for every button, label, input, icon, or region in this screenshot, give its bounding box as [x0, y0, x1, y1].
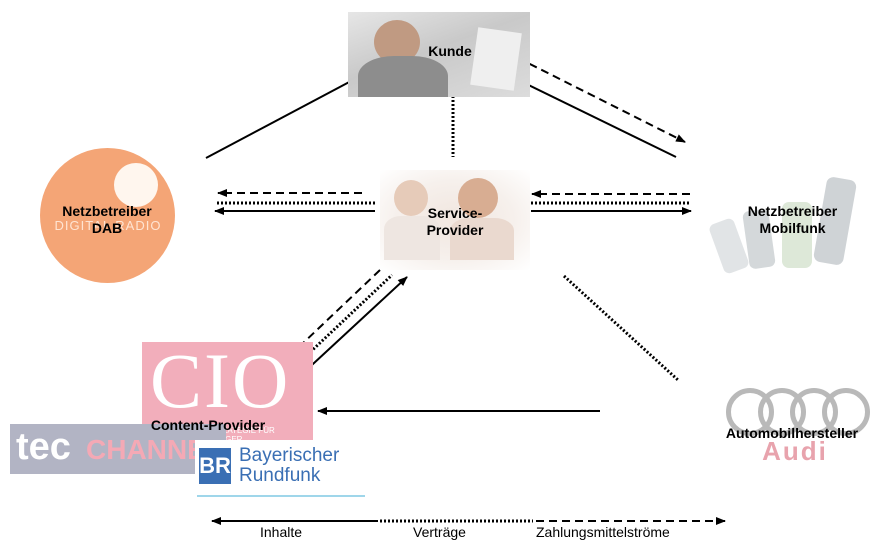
br-icon: BR — [199, 448, 231, 484]
content-label: Content-Provider — [150, 417, 266, 433]
person2-body-shape — [450, 218, 514, 260]
arrow-kunde-mobil-zahlung — [517, 57, 686, 143]
mobil-label-line2: Mobilfunk — [759, 220, 826, 236]
audi-logo-text: Audi — [762, 436, 828, 466]
legend-vertraege-label: Verträge — [413, 524, 466, 540]
tecchannel-logo-tec: tec — [16, 426, 71, 468]
service-image — [380, 170, 530, 270]
person1-head-shape — [394, 180, 428, 216]
cio-logo-text: CIO — [150, 342, 291, 424]
audi-logo: Audi — [720, 380, 870, 470]
person-body-shape — [358, 56, 448, 97]
br-logo-line2: Rundfunk — [239, 465, 321, 486]
service-label: Service- Provider — [405, 205, 505, 239]
dab-label: Netzbetreiber DAB — [42, 203, 172, 237]
person1-body-shape — [384, 216, 440, 260]
phone3-shape — [782, 202, 812, 268]
cio-logo: CIO IT-STRATEGIE FÜR MANAGER — [142, 342, 313, 440]
mobil-label-line1: Netzbetreiber — [747, 203, 838, 219]
br-underline — [197, 495, 365, 497]
person2-head-shape — [458, 178, 498, 218]
dab-logo: DIGITAL RADIO — [40, 148, 175, 283]
auto-label: Automobilhersteller — [725, 425, 859, 441]
arrow-content-service-inhalte — [299, 276, 408, 377]
legend-inhalte-label: Inhalte — [260, 524, 303, 540]
dab-label-line1: Netzbetreiber — [62, 203, 152, 219]
legend-zahlung-label: Zahlungsmittelströme — [536, 524, 670, 540]
dab-logo-text: DIGITAL RADIO — [54, 218, 162, 233]
arrow-service-content-zahlung — [279, 269, 381, 366]
service-label-line2: Provider — [426, 222, 484, 238]
br-logo: BR Bayerischer Rundfunk — [195, 440, 367, 498]
br-logo-line1: Bayerischer — [239, 445, 340, 466]
kunde-label: Kunde — [428, 43, 472, 59]
service-label-line1: Service- — [427, 205, 483, 221]
mobil-image — [707, 172, 862, 276]
dab-label-line2: DAB — [91, 220, 123, 236]
audi-ring4 — [822, 388, 870, 436]
mobil-label: Netzbetreiber Mobilfunk — [725, 203, 860, 237]
dab-logo-circle — [114, 163, 158, 207]
line-service-audi-vertrag — [562, 274, 680, 382]
arrow-mobil-kunde-inhalte — [505, 73, 677, 158]
kunde-image — [348, 12, 530, 97]
